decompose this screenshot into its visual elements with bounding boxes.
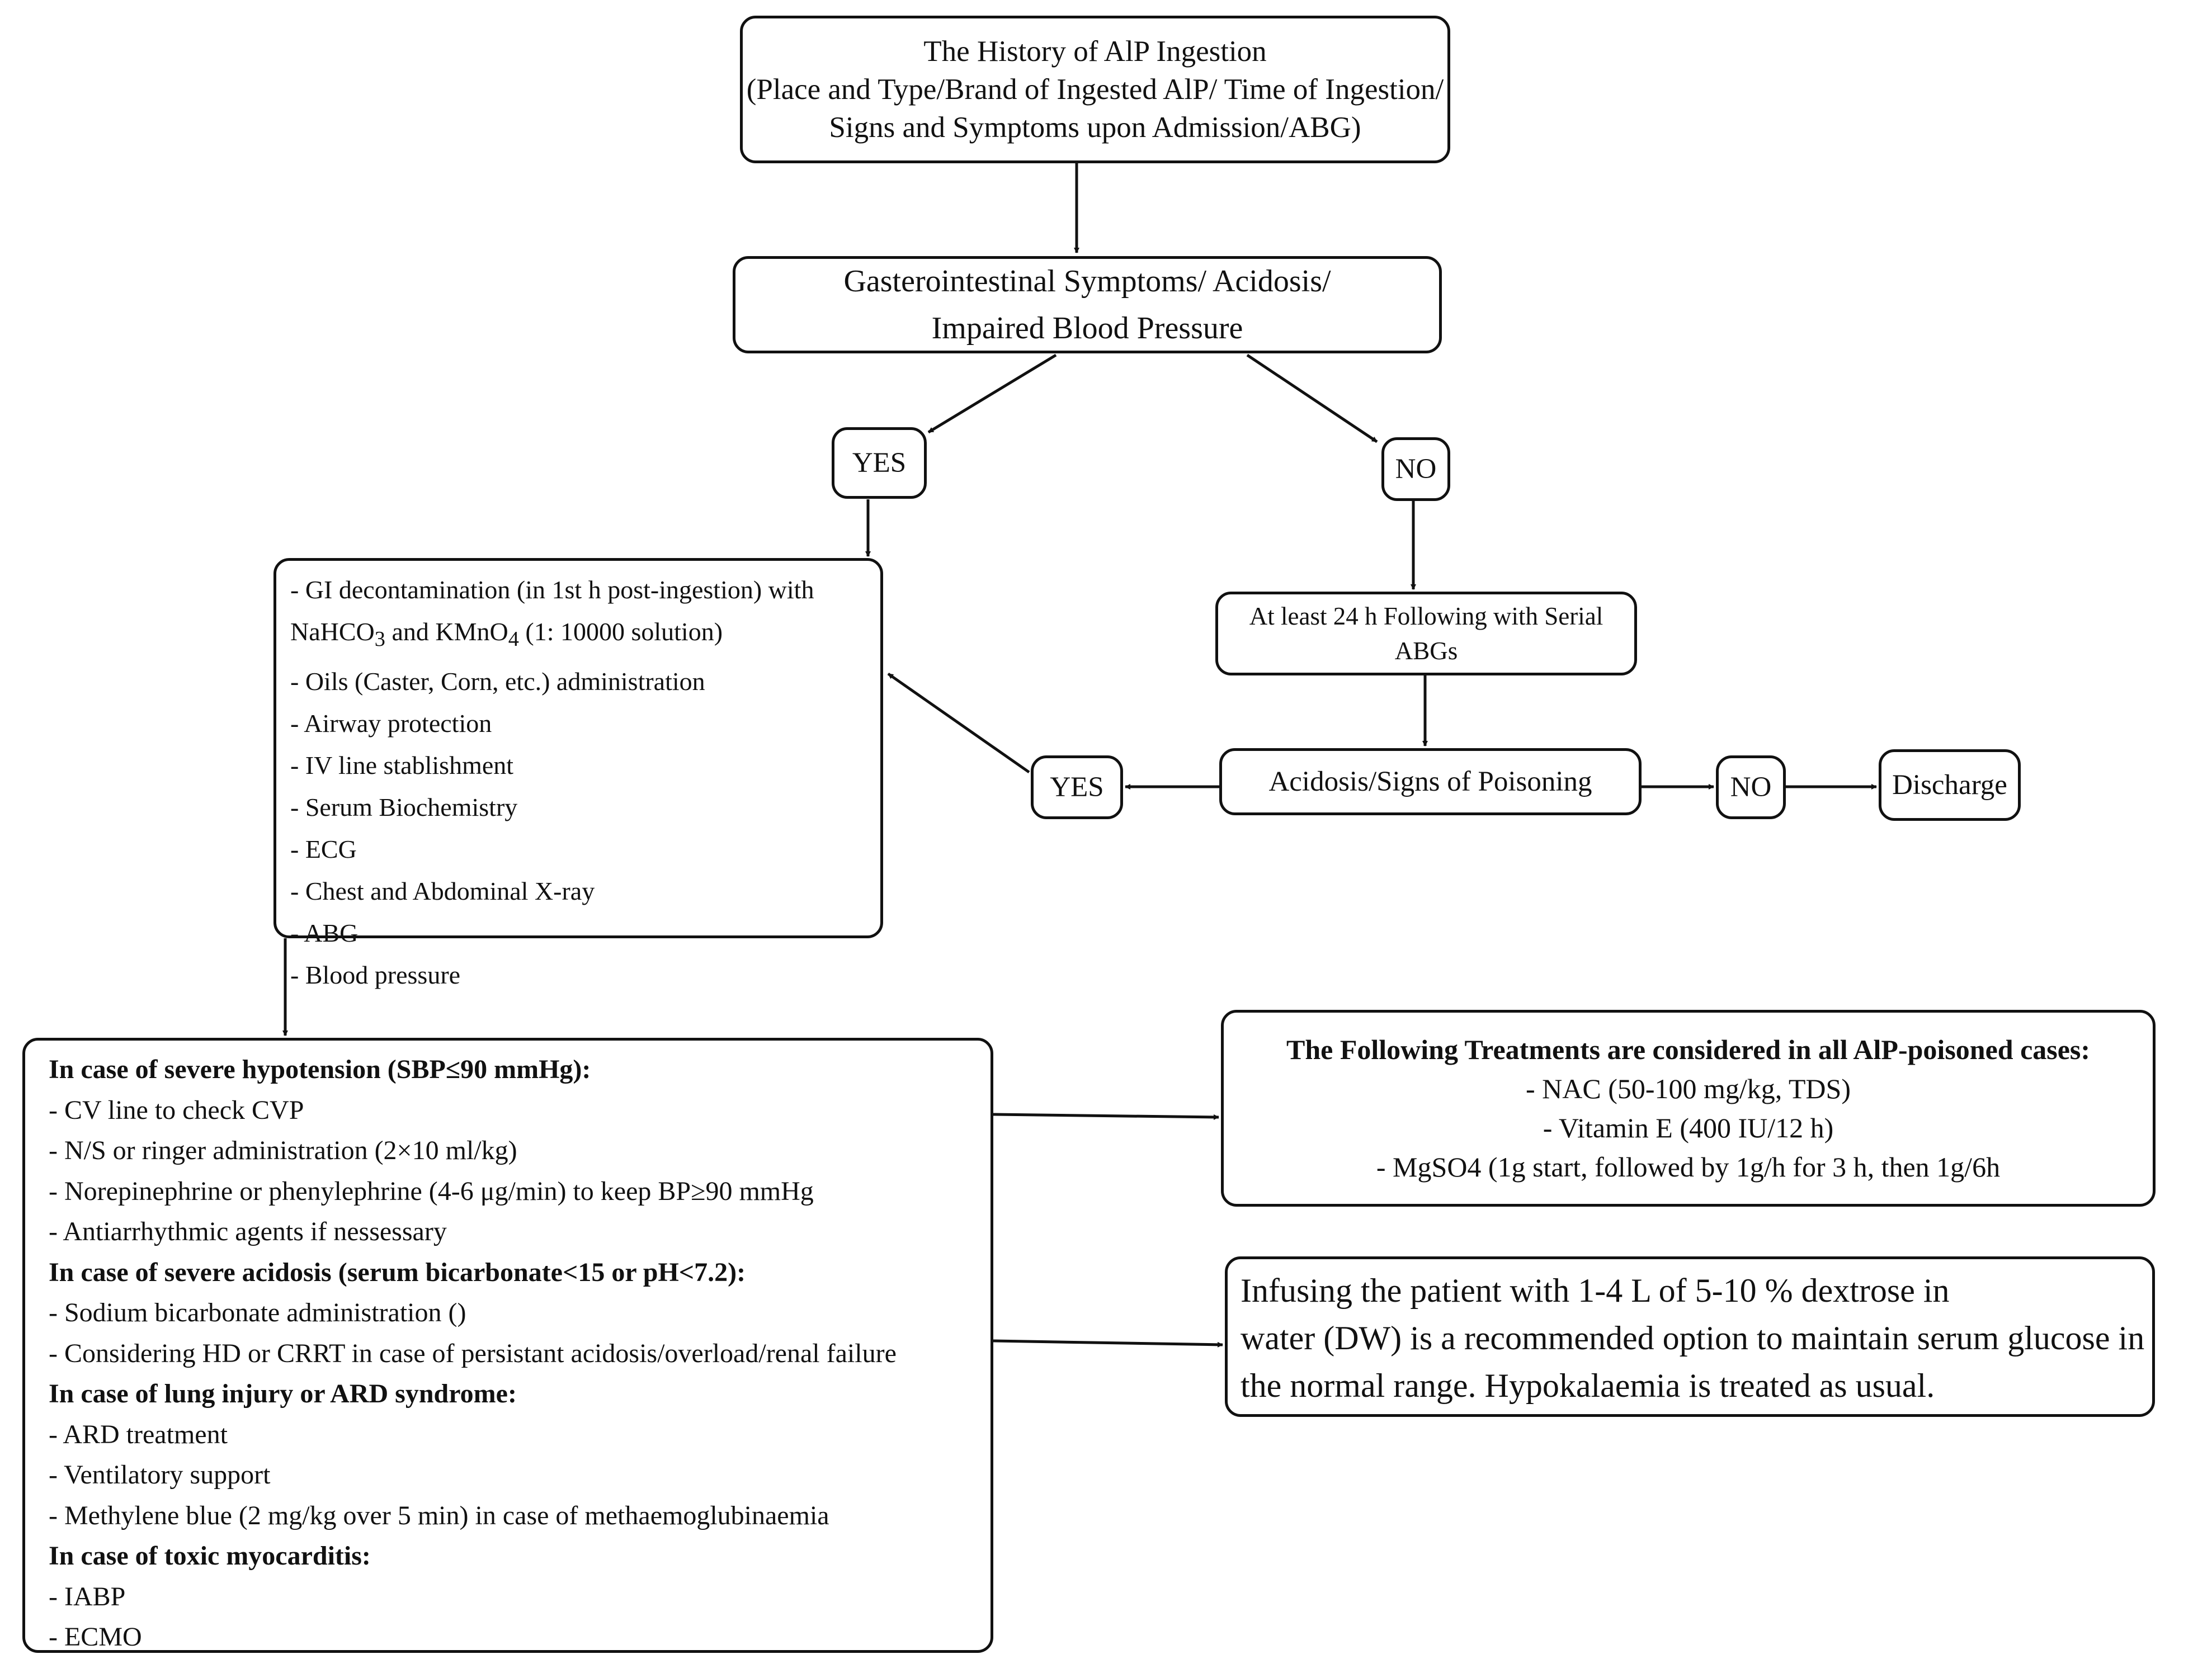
acidosis-item: - Sodium bicarbonate administration () — [49, 1298, 466, 1327]
lung-injury-item: - ARD treatment — [49, 1419, 228, 1449]
gi-list-item: - Airway protection — [290, 709, 492, 738]
myocarditis-heading: In case of toxic myocarditis: — [49, 1541, 371, 1571]
hypotension-item: - Antiarrhythmic agents if nessessary — [49, 1217, 447, 1246]
acidosis-signs-box: Acidosis/Signs of Poisoning — [1219, 748, 1642, 815]
lung-injury-heading: In case of lung injury or ARD syndrome: — [49, 1379, 517, 1409]
arrow-yes-to-gi-list-2 — [887, 672, 1030, 774]
arrow-symptoms-to-no — [1246, 353, 1378, 443]
hypotension-item: - Norepinephrine or phenylephrine (4-6 μ… — [49, 1176, 814, 1206]
arrow-severe-to-all-cases — [993, 1113, 1219, 1120]
history-line-3: Signs and Symptoms upon Admission/ABG) — [829, 111, 1361, 144]
gi-list-item: - Oils (Caster, Corn, etc.) administrati… — [290, 667, 705, 696]
gi-list-item: - ABG — [290, 919, 359, 948]
gi-list-item: - Blood pressure — [290, 961, 461, 990]
acidosis-item: - Considering HD or CRRT in case of pers… — [49, 1338, 897, 1368]
dextrose-infusion-text: Infusing the patient with 1-4 L of 5-10 … — [1241, 1267, 2144, 1410]
gi-decontamination-box: - GI decontamination (in 1st h post-inge… — [273, 558, 883, 989]
history-box: The History of AlP Ingestion (Place and … — [740, 16, 1450, 163]
dextrose-line-3: the normal range. Hypokalaemia is treate… — [1241, 1367, 1935, 1404]
dextrose-line-1: Infusing the patient with 1-4 L of 5-10 … — [1241, 1272, 1950, 1309]
discharge-box: Discharge — [1879, 749, 2021, 821]
all-cases-item: - MgSO4 (1g start, followed by 1g/h for … — [1376, 1151, 2001, 1183]
gi-list-item: - Serum Biochemistry — [290, 793, 518, 822]
gi-list-text: NaHCO — [290, 617, 375, 646]
yes-label-2: YES — [1050, 772, 1104, 803]
severe-cases-box: In case of severe hypotension (SBP≤90 mm… — [22, 1038, 993, 1653]
no-label: NO — [1395, 453, 1437, 485]
gi-list-item: - GI decontamination (in 1st h post-inge… — [290, 575, 814, 604]
all-cases-treatment-list: The Following Treatments are considered … — [1224, 1013, 2153, 1204]
acidosis-signs-label: Acidosis/Signs of Poisoning — [1268, 766, 1592, 797]
hypotension-item: - CV line to check CVP — [49, 1095, 304, 1125]
history-line-1: The History of AlP Ingestion — [923, 35, 1267, 68]
history-line-2: (Place and Type/Brand of Ingested AlP/ T… — [746, 73, 1444, 106]
gi-list-item: - Chest and Abdominal X-ray — [290, 877, 595, 906]
no-decision-box: NO — [1381, 437, 1450, 501]
yes-decision-box: YES — [832, 427, 927, 499]
gi-list-item: NaHCO3 and KMnO4 (1: 10000 solution) — [290, 611, 814, 660]
dextrose-infusion-box: Infusing the patient with 1-4 L of 5-10 … — [1225, 1256, 2155, 1417]
serial-abg-box: At least 24 h Following with Serial ABGs — [1215, 592, 1637, 675]
serial-abg-line-2: ABGs — [1394, 637, 1458, 665]
acidosis-heading: In case of severe acidosis (serum bicarb… — [49, 1257, 746, 1287]
no-decision-box-2: NO — [1716, 755, 1786, 819]
arrow-symptoms-to-yes — [927, 353, 1057, 434]
gi-list-text: and KMnO — [385, 617, 508, 646]
severe-cases-list: In case of severe hypotension (SBP≤90 mm… — [49, 1050, 897, 1658]
no-label-2: NO — [1730, 772, 1772, 803]
all-cases-item: - Vitamin E (400 IU/12 h) — [1543, 1112, 1834, 1143]
gi-symptoms-line-2: Impaired Blood Pressure — [931, 311, 1243, 346]
gi-symptoms-line-1: Gasterointestinal Symptoms/ Acidosis/ — [843, 264, 1331, 299]
serial-abg-line-1: At least 24 h Following with Serial — [1249, 602, 1603, 630]
lung-injury-item: - Methylene blue (2 mg/kg over 5 min) in… — [49, 1500, 829, 1530]
hypotension-item: - N/S or ringer administration (2×10 ml/… — [49, 1136, 517, 1165]
gi-list-item: - IV line stablishment — [290, 751, 514, 780]
gi-decontamination-list: - GI decontamination (in 1st h post-inge… — [290, 569, 814, 996]
gi-list-subscript: 3 — [374, 627, 385, 651]
gi-list-item: - ECG — [290, 835, 357, 864]
all-cases-heading: The Following Treatments are considered … — [1286, 1034, 2091, 1065]
gi-list-text: (1: 10000 solution) — [518, 617, 723, 646]
dextrose-line-2: water (DW) is a recommended option to ma… — [1241, 1320, 2145, 1357]
hypotension-heading: In case of severe hypotension (SBP≤90 mm… — [49, 1055, 591, 1084]
myocarditis-item: - ECMO — [49, 1622, 142, 1652]
yes-label: YES — [852, 447, 907, 479]
all-cases-treatment-box: The Following Treatments are considered … — [1221, 1010, 2156, 1207]
gi-symptoms-box: Gasterointestinal Symptoms/ Acidosis/ Im… — [733, 256, 1442, 353]
all-cases-item: - NAC (50-100 mg/kg, TDS) — [1525, 1073, 1851, 1104]
lung-injury-item: - Ventilatory support — [49, 1460, 271, 1490]
discharge-label: Discharge — [1892, 769, 2007, 801]
myocarditis-item: - IABP — [49, 1581, 126, 1611]
yes-decision-box-2: YES — [1031, 755, 1123, 819]
gi-list-subscript: 4 — [508, 627, 519, 651]
arrow-severe-to-dextrose — [993, 1339, 1223, 1348]
